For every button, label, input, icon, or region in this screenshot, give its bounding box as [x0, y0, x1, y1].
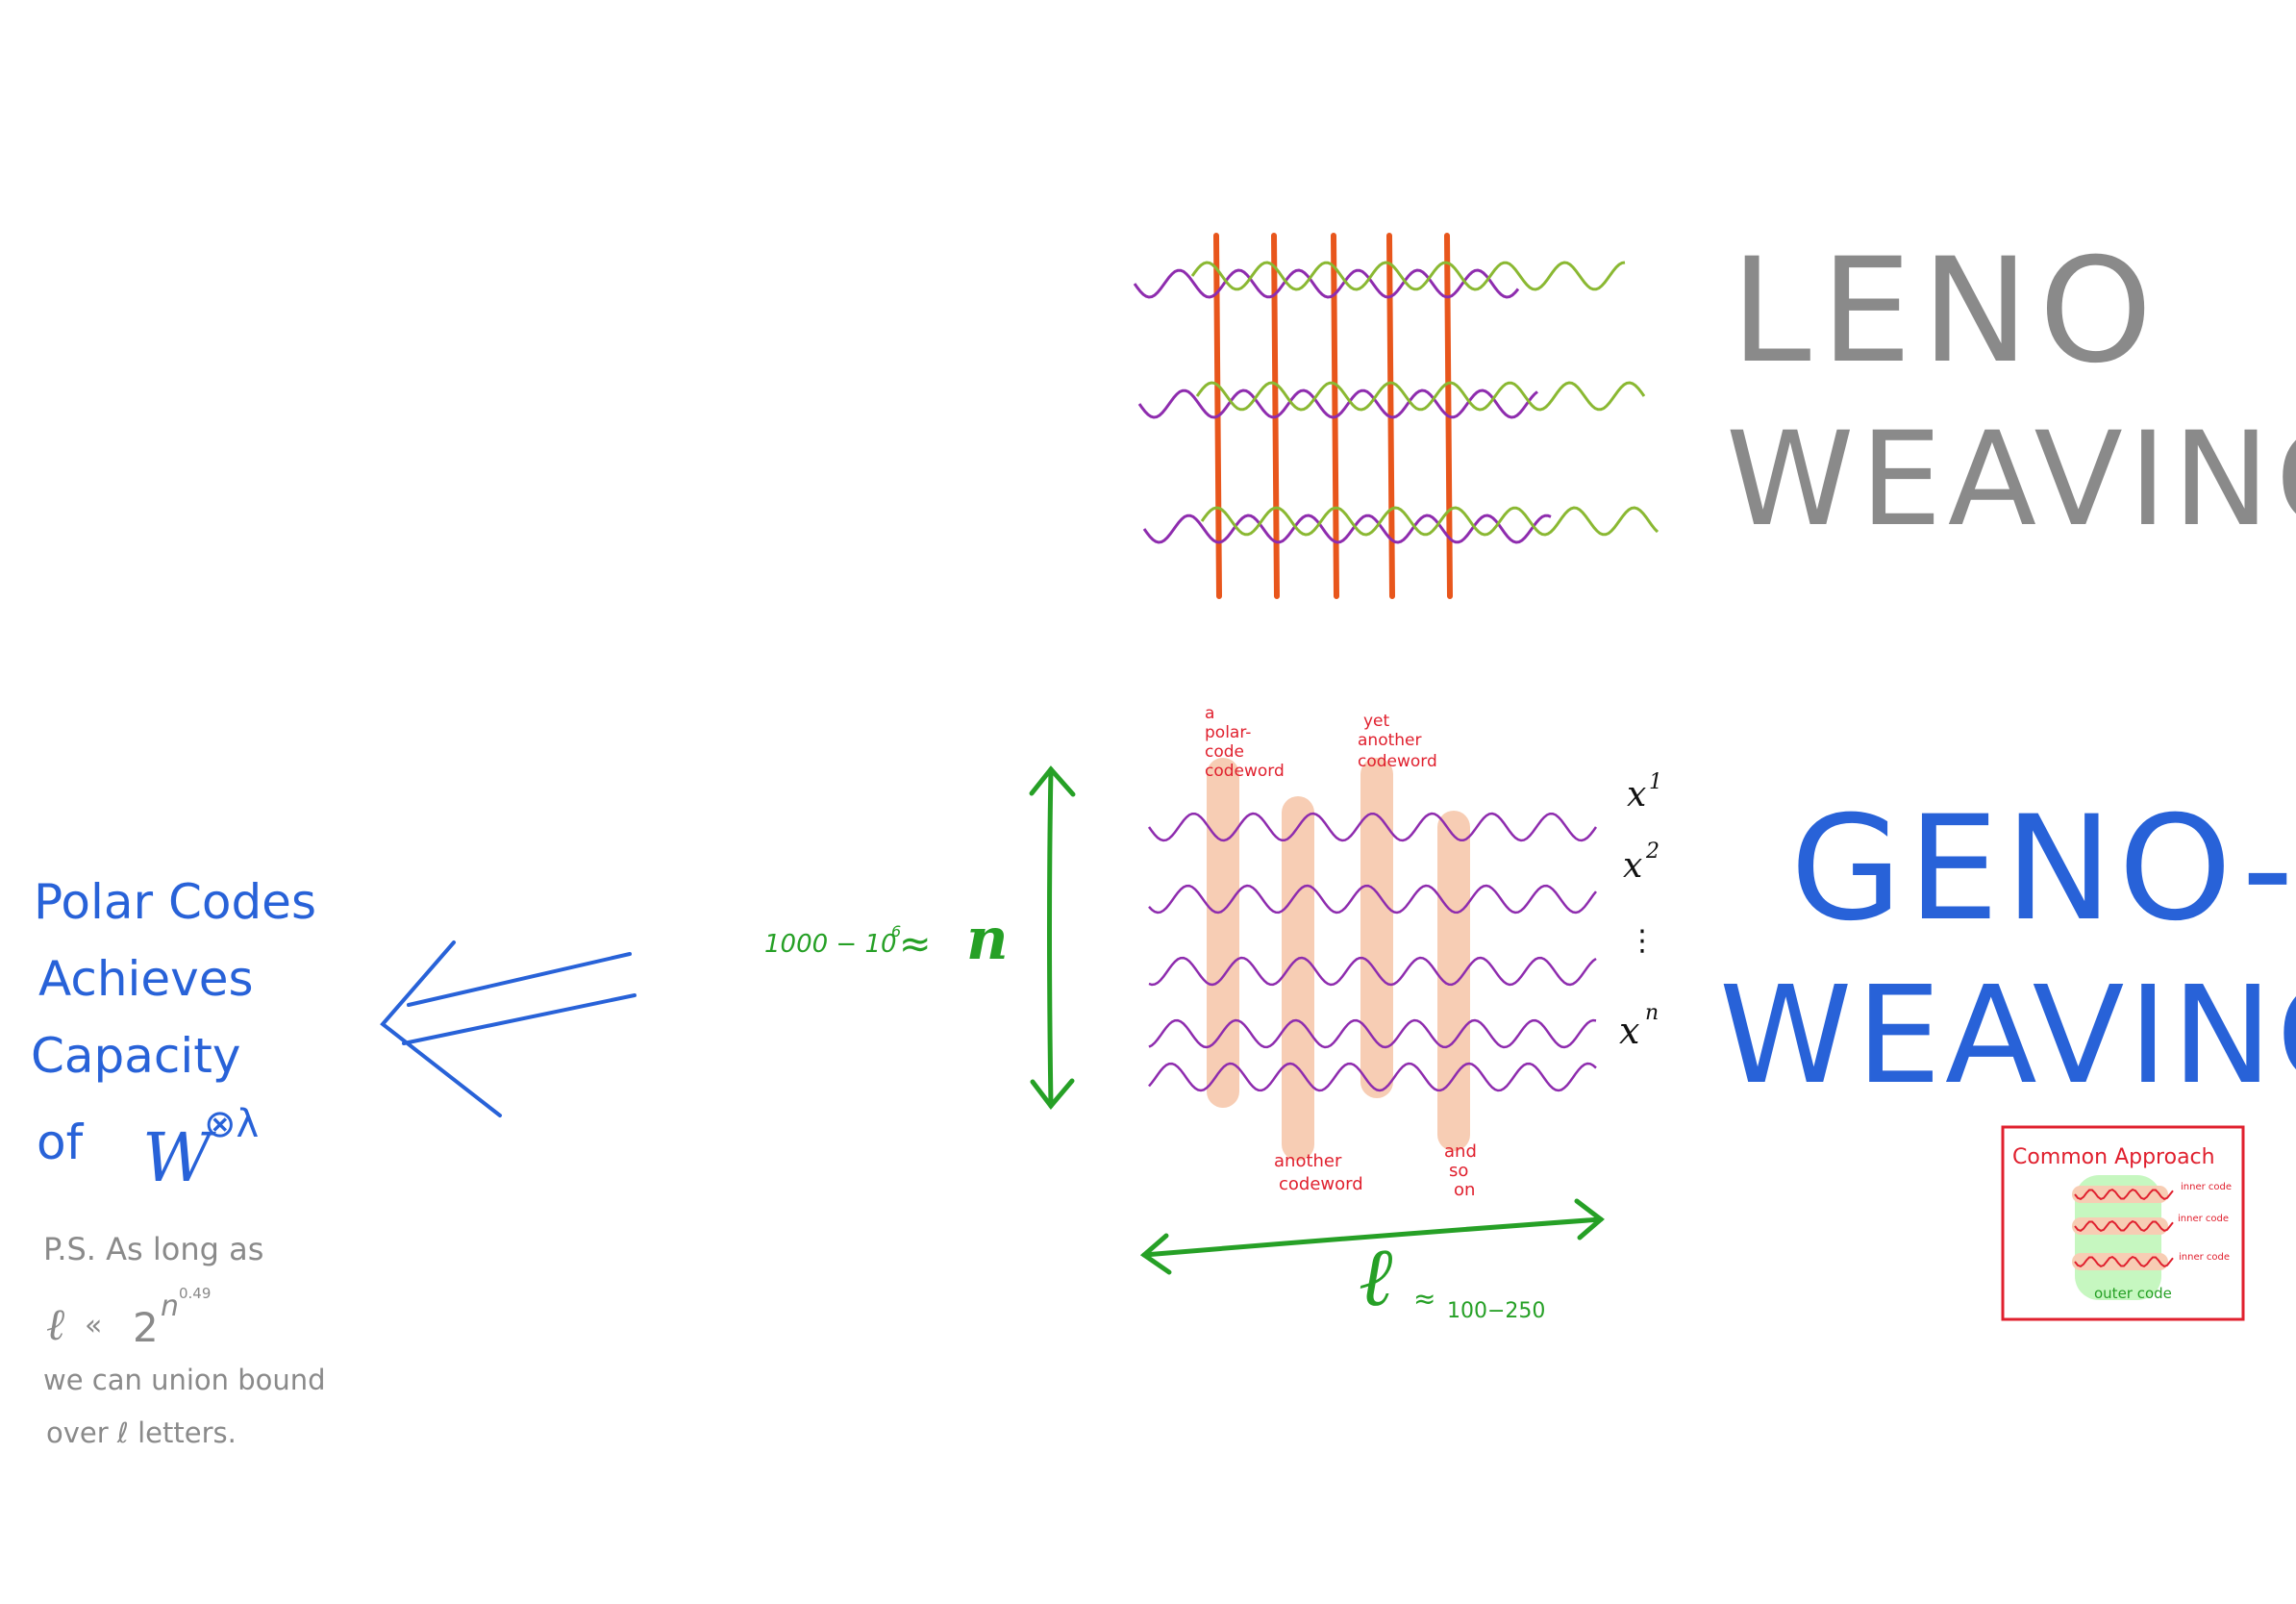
svg-text:ℓ: ℓ: [46, 1298, 65, 1350]
svg-text:x: x: [1619, 1010, 1639, 1052]
svg-text:«: «: [85, 1309, 102, 1342]
common-approach-box: Common Approach inner code inner code in…: [2001, 1125, 2245, 1321]
svg-text:Capacity: Capacity: [31, 1028, 241, 1084]
svg-text:n: n: [966, 906, 1009, 973]
svg-text:≈: ≈: [1413, 1283, 1435, 1315]
svg-text:2: 2: [133, 1304, 159, 1351]
row-wave: [1148, 884, 1597, 915]
geno-weave-diagram: [1147, 758, 1598, 1161]
row-label-xn: x n: [1619, 1001, 1659, 1052]
codeword-columns: [1207, 758, 1470, 1161]
leno-title-line1: LENO: [1731, 228, 2162, 395]
svg-text:P.S. As long as: P.S. As long as: [43, 1231, 263, 1267]
green-weft: [1190, 261, 1626, 291]
annotation-and-so-on: and so on: [1444, 1141, 1477, 1200]
svg-text:on: on: [1454, 1180, 1475, 1200]
svg-text:Polar Codes: Polar Codes: [34, 874, 316, 930]
geno-title-line1: GENO-: [1790, 786, 2296, 953]
row-wave: [1148, 1062, 1597, 1092]
leno-weft-waves: [1133, 261, 1660, 544]
implies-arrow: [380, 940, 636, 1117]
l-label: ℓ ≈ 100−250: [1359, 1230, 1545, 1325]
green-weft: [1195, 381, 1646, 412]
purple-weft: [1133, 268, 1520, 299]
l-dimension-arrow: [1139, 1198, 1605, 1275]
svg-text:ℓ: ℓ: [1359, 1230, 1393, 1325]
svg-text:so: so: [1449, 1161, 1468, 1181]
polar-claim: Polar Codes Achieves Capacity of W ⊗λ: [31, 874, 316, 1197]
purple-weft: [1137, 388, 1538, 419]
n-dimension-arrow: [1029, 765, 1076, 1110]
common-approach-title: Common Approach: [2012, 1145, 2215, 1169]
svg-text:x: x: [1627, 775, 1646, 815]
svg-text:6: 6: [891, 922, 901, 940]
svg-text:⊗λ: ⊗λ: [204, 1102, 259, 1146]
svg-text:yet: yet: [1363, 712, 1390, 731]
svg-text:≈: ≈: [899, 922, 932, 966]
inner-code-label-3: inner code: [2179, 1252, 2230, 1263]
inner-code-label-1: inner code: [2181, 1182, 2232, 1192]
inner-code-wave: [2074, 1219, 2174, 1233]
svg-text:a: a: [1205, 704, 1214, 723]
inner-code-wave: [2074, 1255, 2174, 1268]
row-label-x2: x 2: [1623, 840, 1660, 886]
outer-code-label: outer code: [2094, 1285, 2172, 1302]
leno-title-line2: WEAVING: [1726, 404, 2296, 555]
svg-text:1000 − 10: 1000 − 10: [764, 930, 897, 959]
svg-text:Achieves: Achieves: [38, 951, 254, 1007]
green-weft: [1200, 506, 1660, 537]
svg-text:of: of: [37, 1115, 85, 1170]
svg-text:polar-: polar-: [1205, 723, 1251, 742]
svg-text:we can union bound: we can union bound: [43, 1364, 326, 1396]
n-label: 1000 − 10 6 ≈ n: [764, 906, 1009, 973]
row-wave: [1148, 1018, 1597, 1049]
row-label-x1: x 1: [1627, 770, 1662, 815]
svg-text:n: n: [161, 1290, 179, 1323]
svg-text:2: 2: [1645, 840, 1660, 864]
geno-title-line2: WEAVING: [1719, 958, 2296, 1115]
annotation-a-polar-codeword: a polar- code codeword: [1205, 704, 1285, 781]
row-wave: [1147, 812, 1598, 842]
svg-text:codeword: codeword: [1279, 1174, 1363, 1194]
svg-text:over ℓ letters.: over ℓ letters.: [46, 1416, 237, 1449]
inner-code-bars: [2072, 1186, 2174, 1270]
svg-text:and: and: [1444, 1141, 1477, 1162]
svg-text:1: 1: [1649, 770, 1662, 794]
purple-weft: [1142, 514, 1552, 544]
svg-text:code: code: [1205, 742, 1244, 762]
svg-text:n: n: [1645, 1001, 1659, 1025]
annotation-another-codeword: another codeword: [1274, 1151, 1363, 1194]
annotation-yet-another-codeword: yet another codeword: [1358, 712, 1437, 771]
svg-text:another: another: [1274, 1151, 1342, 1171]
svg-text:another: another: [1358, 731, 1421, 750]
svg-text:100−250: 100−250: [1447, 1299, 1545, 1323]
row-label-dots: ⋮: [1628, 924, 1657, 958]
svg-text:0.49: 0.49: [179, 1285, 211, 1302]
ps-note: P.S. As long as ℓ « 2 n 0.49 we can unio…: [43, 1231, 326, 1449]
row-waves: [1147, 812, 1598, 1092]
inner-code-label-2: inner code: [2178, 1214, 2229, 1224]
svg-text:x: x: [1623, 846, 1642, 886]
svg-text:W: W: [142, 1118, 216, 1197]
svg-text:codeword: codeword: [1205, 762, 1285, 781]
inner-code-wave: [2074, 1188, 2174, 1201]
svg-text:codeword: codeword: [1358, 752, 1437, 771]
leno-weave-diagram: [1133, 233, 1660, 599]
row-wave: [1148, 956, 1597, 987]
